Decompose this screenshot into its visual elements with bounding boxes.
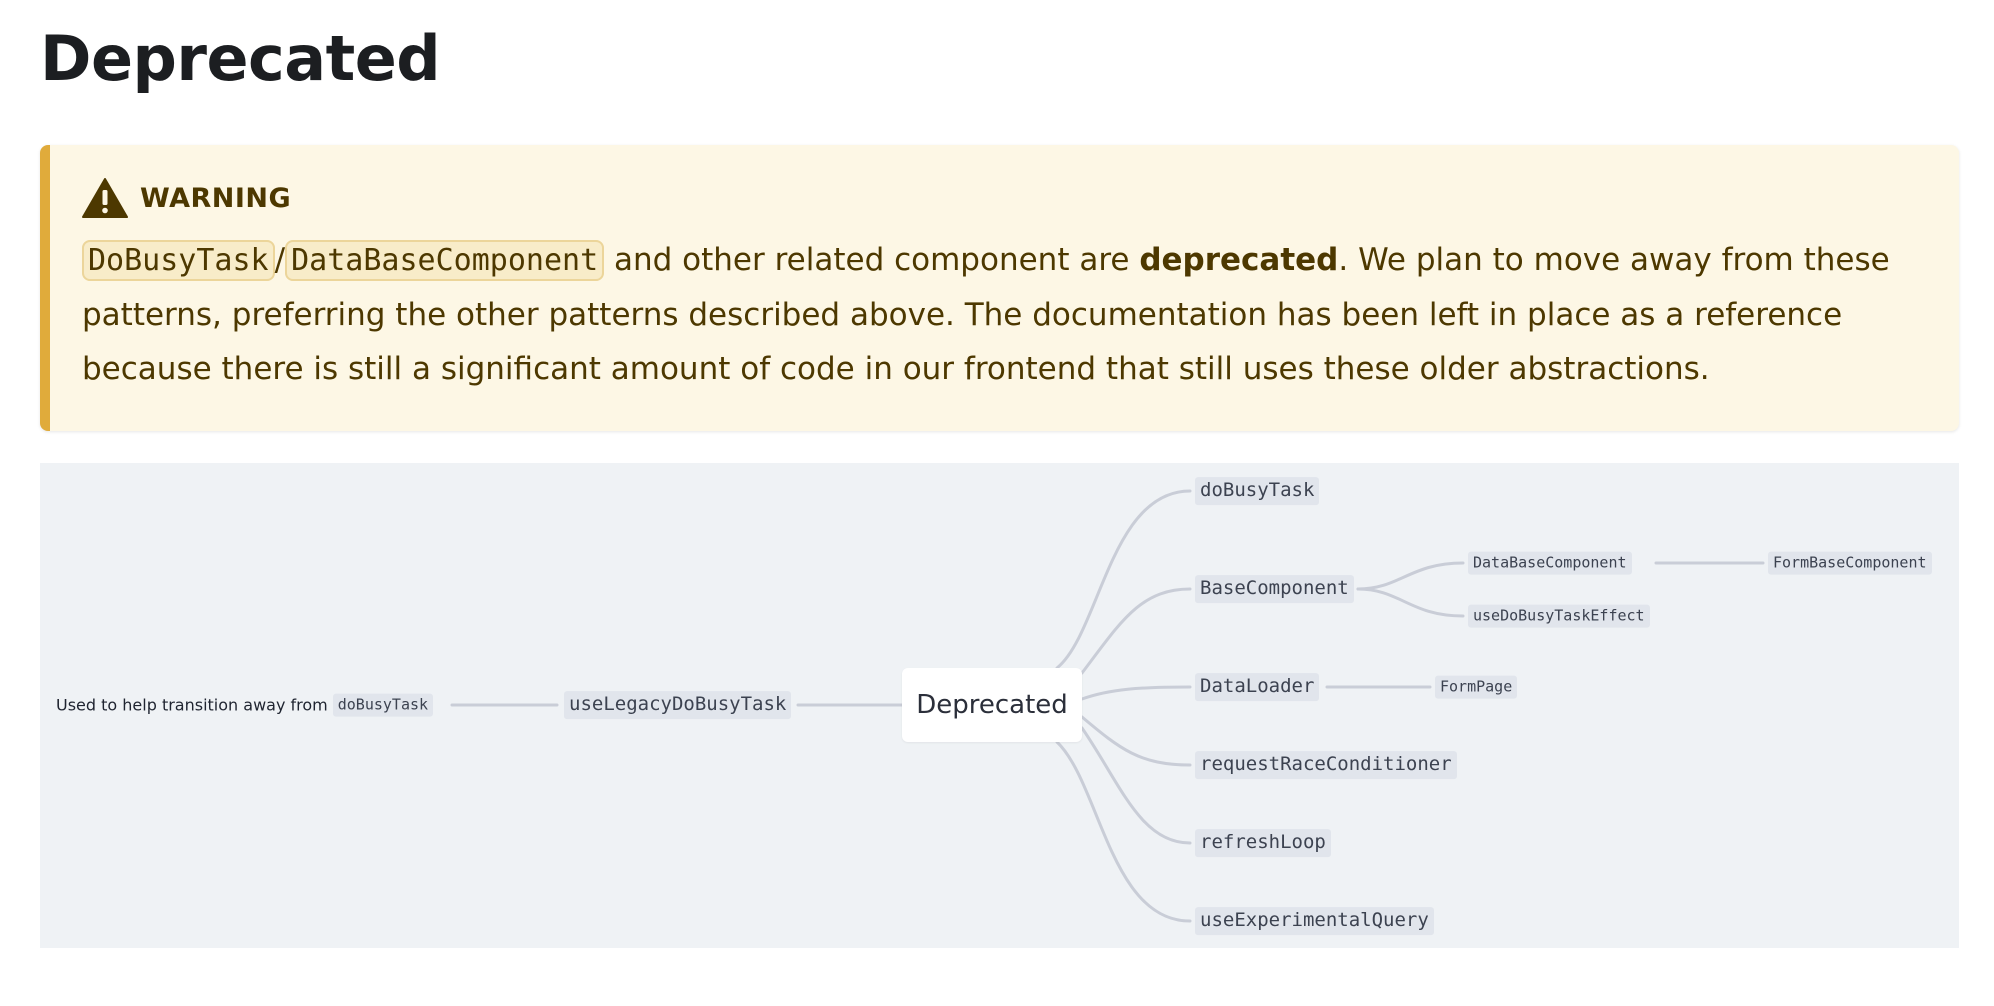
edge-root-to-basecomponent xyxy=(1080,587,1192,675)
separator-text: / xyxy=(274,242,286,278)
node-databasecomponent: DataBaseComponent xyxy=(1468,551,1632,575)
inline-code-databasecomponent: DataBaseComponent xyxy=(285,240,605,281)
admonition-heading: WARNING xyxy=(82,177,1929,219)
body-text-lead: and other related component are xyxy=(604,242,1140,278)
node-basecomponent: BaseComponent xyxy=(1195,575,1354,603)
edge-root-to-requestraceconditioner xyxy=(1080,715,1192,767)
node-root-deprecated: Deprecated xyxy=(902,668,1082,742)
mindmap-edges xyxy=(450,489,1765,923)
deprecated-mindmap: Used to help transition away from doBusy… xyxy=(40,463,1959,948)
edge-root-to-dataloader xyxy=(1080,685,1192,701)
inline-code-dobusytask: DoBusyTask xyxy=(82,240,275,281)
admonition-body: DoBusyTask/DataBaseComponent and other r… xyxy=(82,233,1929,396)
node-dobusytask: doBusyTask xyxy=(1195,477,1320,505)
node-requestraceconditioner: requestRaceConditioner xyxy=(1195,751,1457,779)
body-text-rest: . We plan to move away from these patter… xyxy=(82,242,1890,387)
transition-note-text: Used to help transition away from xyxy=(56,695,328,715)
edge-root-to-refreshloop xyxy=(1080,726,1192,845)
transition-note: Used to help transition away from doBusy… xyxy=(56,693,434,717)
edge-basecomponent-to-databasecomponent xyxy=(1356,561,1465,591)
admonition-heading-label: WARNING xyxy=(140,182,292,214)
edge-basecomponent-to-usedobusytaskeffect xyxy=(1356,587,1465,618)
warning-triangle-icon xyxy=(82,177,128,219)
node-refreshloop: refreshLoop xyxy=(1195,829,1331,857)
edge-root-to-dobusytask xyxy=(1055,489,1192,670)
node-uselegacydobusytask: useLegacyDoBusyTask xyxy=(564,691,792,719)
edge-root-to-useexperimentalquery xyxy=(1055,740,1192,923)
body-text-bold: deprecated xyxy=(1139,242,1339,278)
warning-admonition: WARNING DoBusyTask/DataBaseComponent and… xyxy=(40,145,1959,431)
transition-note-code: doBusyTask xyxy=(332,693,434,717)
node-formpage: FormPage xyxy=(1435,675,1518,699)
node-formbasecomponent: FormBaseComponent xyxy=(1768,551,1932,575)
node-useexperimentalquery: useExperimentalQuery xyxy=(1195,907,1434,935)
node-usedobusytaskeffect: useDoBusyTaskEffect xyxy=(1468,604,1650,628)
node-dataloader: DataLoader xyxy=(1195,673,1320,701)
page-title: Deprecated xyxy=(40,22,441,95)
